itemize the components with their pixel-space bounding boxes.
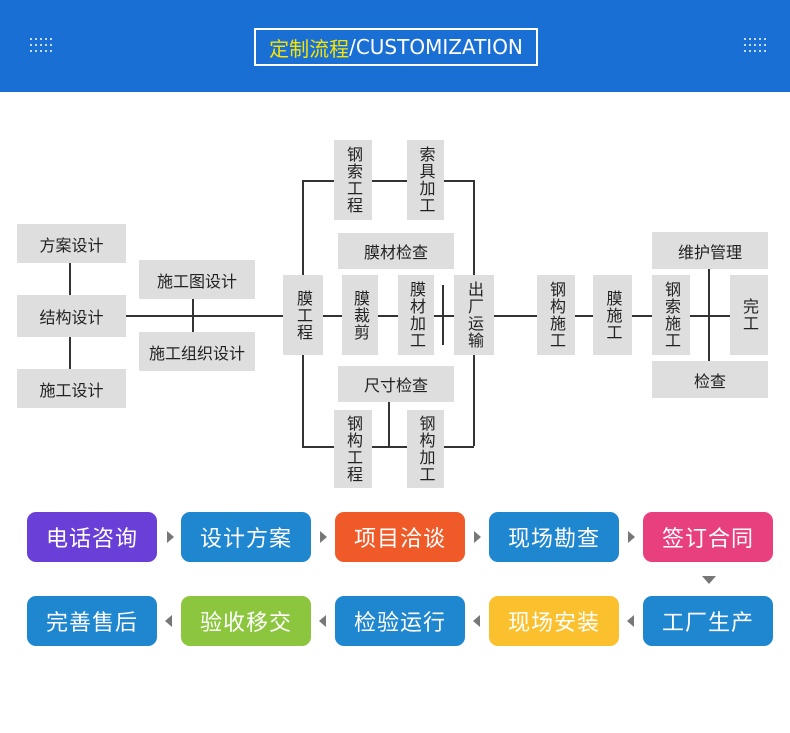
box-membrane-processing: 膜材加工 xyxy=(398,275,434,355)
connector-line xyxy=(434,315,454,317)
box-membrane-construction: 膜施工 xyxy=(593,275,632,355)
connector-line xyxy=(575,315,593,317)
step-phone-consult: 电话咨询 xyxy=(27,512,157,562)
box-size-inspection: 尺寸检查 xyxy=(338,366,454,402)
box-structure-design: 结构设计 xyxy=(17,295,126,337)
box-membrane-engineering: 膜工程 xyxy=(283,275,323,355)
step-sign-contract: 签订合同 xyxy=(643,512,773,562)
connector-line xyxy=(69,263,71,295)
connector-line xyxy=(323,315,342,317)
connector-line xyxy=(708,269,710,361)
arrow-right-icon xyxy=(628,531,635,543)
connector-line xyxy=(302,355,304,446)
dots-decoration-left xyxy=(30,38,56,56)
connector-line xyxy=(126,315,283,317)
arrow-right-icon xyxy=(167,531,174,543)
box-inspection: 检查 xyxy=(652,361,768,398)
box-maintenance: 维护管理 xyxy=(652,232,768,269)
box-scheme-design: 方案设计 xyxy=(17,224,126,263)
connector-line xyxy=(473,355,475,446)
arrow-right-icon xyxy=(474,531,481,543)
connector-line xyxy=(378,315,398,317)
connector-line xyxy=(494,315,537,317)
box-membrane-inspection: 膜材检查 xyxy=(338,233,454,269)
box-completion: 完工 xyxy=(730,275,768,355)
dots-decoration-right xyxy=(744,38,770,56)
box-steel-engineering: 钢构工程 xyxy=(334,410,372,488)
box-construction-design: 施工设计 xyxy=(17,369,126,408)
connector-line xyxy=(444,446,474,448)
arrow-down-icon xyxy=(702,576,716,584)
connector-line xyxy=(690,315,730,317)
connector-line xyxy=(388,402,390,448)
connector-line xyxy=(442,285,444,345)
page-title: 定制流程/CUSTOMIZATION xyxy=(254,28,538,66)
page-title-cn: 定制流程 xyxy=(269,36,350,61)
connector-line xyxy=(444,180,474,182)
arrow-left-icon xyxy=(627,615,634,627)
connector-line xyxy=(372,180,407,182)
connector-line xyxy=(302,180,334,182)
box-construction-drawing: 施工图设计 xyxy=(139,260,255,299)
step-site-survey: 现场勘查 xyxy=(489,512,619,562)
box-cable-processing: 索具加工 xyxy=(407,140,444,220)
step-factory-production: 工厂生产 xyxy=(643,596,773,646)
box-membrane-cutting: 膜裁剪 xyxy=(342,275,378,355)
page-title-en: /CUSTOMIZATION xyxy=(349,35,523,59)
arrow-left-icon xyxy=(165,615,172,627)
process-diagram: 方案设计 结构设计 施工设计 施工图设计 施工组织设计 膜工程 钢索工程 索具加… xyxy=(0,92,790,502)
connector-line xyxy=(473,180,475,275)
step-test-run: 检验运行 xyxy=(335,596,465,646)
step-site-installation: 现场安装 xyxy=(489,596,619,646)
box-steel-cable-engineering: 钢索工程 xyxy=(334,140,372,220)
box-cable-construction: 钢索施工 xyxy=(652,275,690,355)
box-organization-design: 施工组织设计 xyxy=(139,332,255,371)
connector-line xyxy=(302,180,304,275)
arrow-left-icon xyxy=(319,615,326,627)
box-shipping: 出厂运输 xyxy=(454,275,494,355)
connector-line xyxy=(192,299,194,332)
arrow-left-icon xyxy=(473,615,480,627)
step-acceptance-handover: 验收移交 xyxy=(181,596,311,646)
step-project-negotiation: 项目洽谈 xyxy=(335,512,465,562)
box-steel-construction: 钢构施工 xyxy=(537,275,575,355)
connector-line xyxy=(632,315,652,317)
step-design-scheme: 设计方案 xyxy=(181,512,311,562)
arrow-right-icon xyxy=(320,531,327,543)
box-steel-processing: 钢构加工 xyxy=(407,410,444,488)
header-banner: 定制流程/CUSTOMIZATION xyxy=(0,0,790,92)
step-after-sales: 完善售后 xyxy=(27,596,157,646)
connector-line xyxy=(69,337,71,369)
connector-line xyxy=(302,446,334,448)
